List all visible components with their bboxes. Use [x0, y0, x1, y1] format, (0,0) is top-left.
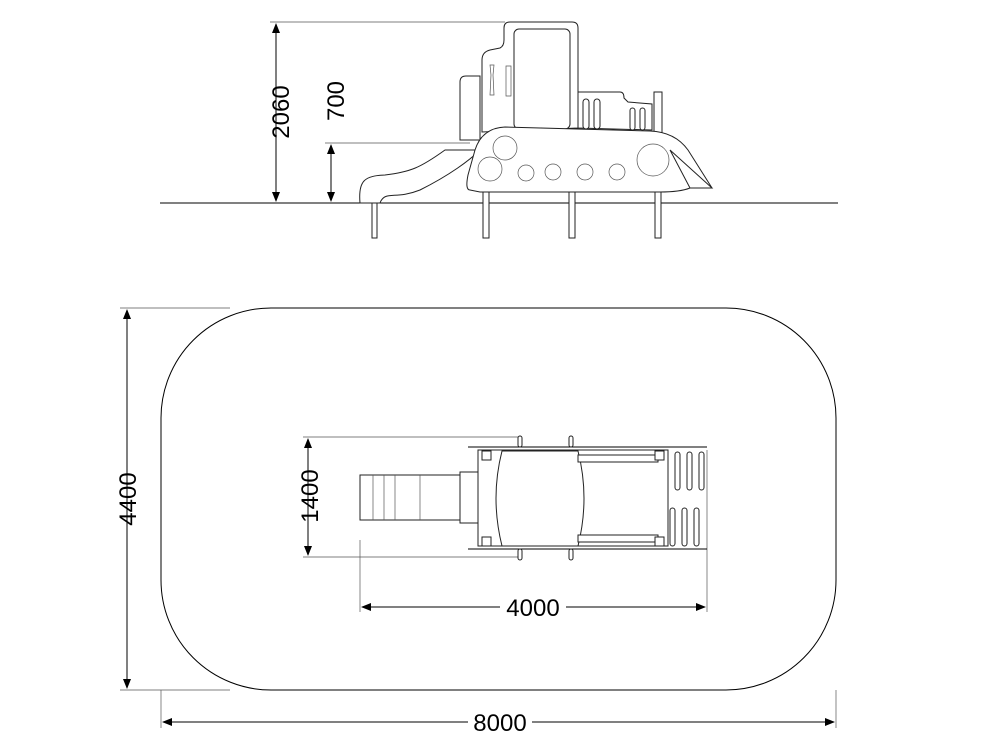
dimension-2060: 2060	[268, 85, 295, 138]
support-posts	[371, 191, 662, 239]
dimension-1400: 1400	[297, 469, 324, 522]
track-wheels	[477, 135, 670, 182]
plan-view: 4400 1400 4000 8000	[115, 307, 837, 737]
dimension-8000: 8000	[473, 710, 526, 737]
slide	[359, 149, 482, 204]
safety-area	[160, 307, 837, 691]
side-elevation: 2060 700	[160, 21, 838, 239]
corner-posts	[481, 450, 665, 547]
dimension-4000: 4000	[506, 595, 559, 622]
slide-plan	[359, 471, 491, 524]
deck	[495, 450, 585, 547]
dimension-4400: 4400	[115, 472, 142, 525]
grip-slots	[669, 451, 705, 547]
dimension-700: 700	[323, 81, 350, 121]
